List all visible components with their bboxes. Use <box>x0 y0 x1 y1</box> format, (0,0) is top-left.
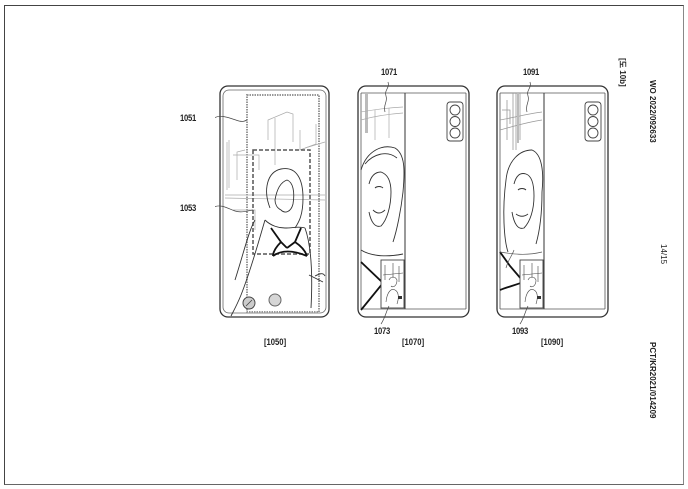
ref-1073: 1073 <box>374 326 391 336</box>
ref-1071: 1071 <box>381 67 398 77</box>
page-frame <box>4 5 684 485</box>
caption-1050: [1050] <box>264 337 287 347</box>
figure-1050 <box>215 80 340 325</box>
application-number: PCT/KR2021/014209 <box>648 342 657 419</box>
phone-1070-drawing <box>357 81 470 325</box>
figure-1070 <box>353 80 478 325</box>
drawing-label: [도 10b] <box>618 58 627 87</box>
caption-1070: [1070] <box>402 337 425 347</box>
figure-1090 <box>492 80 617 325</box>
publication-number: WO 2022/092633 <box>648 80 657 143</box>
caption-1090: [1090] <box>541 337 564 347</box>
sheet-number: 14/15 <box>659 244 668 265</box>
phone-1090-drawing <box>496 81 609 325</box>
phone-1050-drawing <box>215 85 330 318</box>
ref-1051: 1051 <box>180 113 197 123</box>
ref-1053: 1053 <box>180 203 197 213</box>
ref-1093: 1093 <box>512 326 529 336</box>
ref-1091: 1091 <box>523 67 540 77</box>
